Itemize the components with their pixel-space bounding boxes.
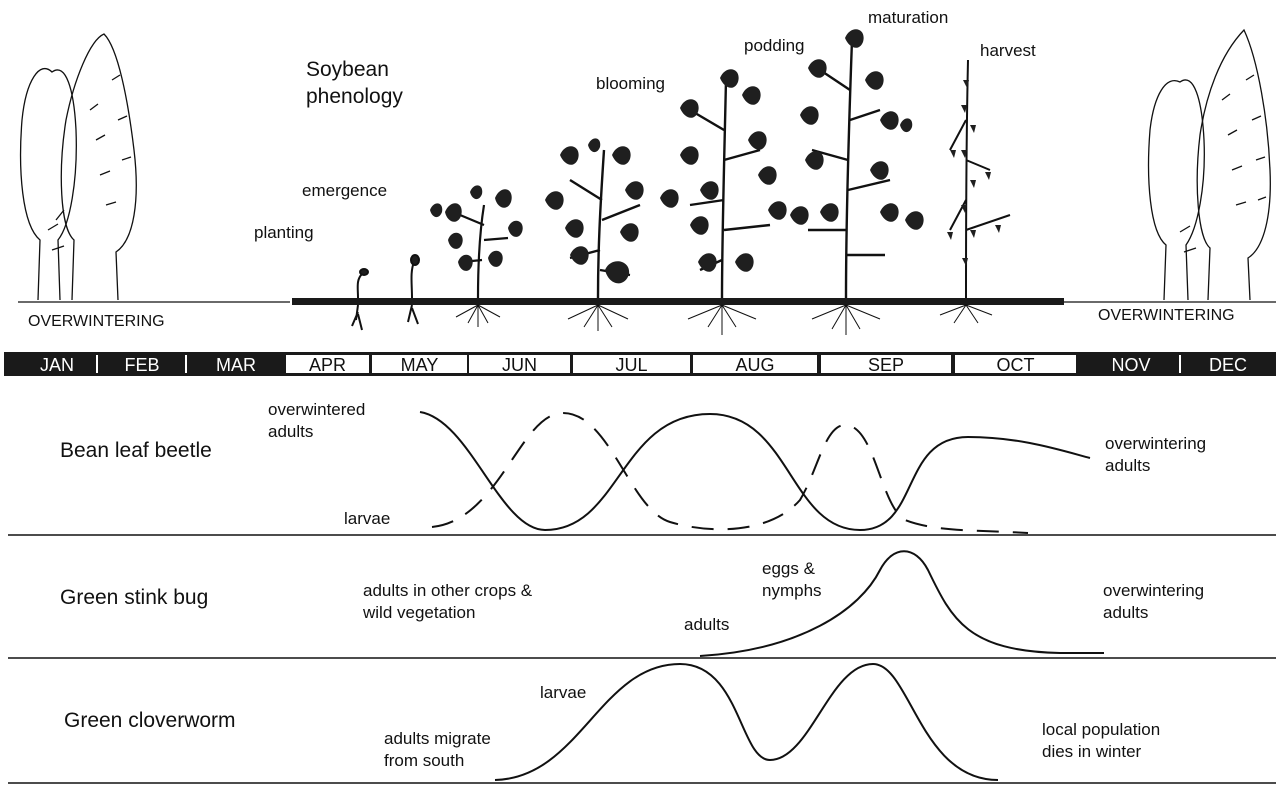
stinkbug-adults-label: adults xyxy=(684,615,730,634)
cloverworm-local-line-2: dies in winter xyxy=(1042,742,1142,761)
month-band xyxy=(4,352,1276,376)
beetle-overwintered-line-2: adults xyxy=(268,422,314,441)
stinkbug-eggs-line-2: nymphs xyxy=(762,581,822,600)
stinkbug-other-crops-line-1: adults in other crops & xyxy=(363,581,533,600)
soybean-plant-blooming xyxy=(660,69,787,335)
soybean-plant-podding xyxy=(790,29,924,335)
right-trees-illustration xyxy=(1147,28,1271,301)
cloverworm-migrate-line-1: adults migrate xyxy=(384,729,491,748)
stinkbug-eggs-nymphs-label: eggs & nymphs xyxy=(762,558,822,602)
month-nov: NOV xyxy=(1111,355,1151,375)
planting-seedling xyxy=(351,268,369,331)
beetle-adults-curve xyxy=(419,411,1091,532)
stinkbug-overwintering-adults-label: overwintering adults xyxy=(1103,580,1204,624)
pest-green-cloverworm: Green cloverworm xyxy=(64,709,236,732)
emergence-seedling xyxy=(407,254,420,325)
stage-planting: planting xyxy=(254,223,314,242)
cloverworm-migrate-line-2: from south xyxy=(384,751,465,770)
month-may: MAY xyxy=(400,355,439,375)
diagram-title: Soybean phenology xyxy=(306,56,403,110)
month-dec: DEC xyxy=(1208,355,1247,375)
left-trees-illustration xyxy=(19,33,137,301)
cloverworm-local-line-1: local population xyxy=(1042,720,1161,739)
title-line-2: phenology xyxy=(306,85,403,108)
stage-maturation: maturation xyxy=(868,8,949,27)
stage-harvest: harvest xyxy=(980,41,1036,60)
pest-bean-leaf-beetle: Bean leaf beetle xyxy=(60,439,212,462)
month-apr: APR xyxy=(308,355,346,375)
beetle-overwintered-adults-label: overwintered adults xyxy=(268,399,365,443)
stinkbug-other-crops-line-2: wild vegetation xyxy=(363,603,476,622)
pest-green-stink-bug: Green stink bug xyxy=(60,586,209,609)
soybean-season-bar xyxy=(292,298,1064,305)
cloverworm-local-population-label: local population dies in winter xyxy=(1042,719,1160,763)
stinkbug-other-crops-label: adults in other crops & wild vegetation xyxy=(363,580,532,624)
stinkbug-curve xyxy=(699,550,1104,657)
month-jun: JUN xyxy=(502,355,537,375)
month-mar: MAR xyxy=(216,355,256,375)
title-line-1: Soybean xyxy=(306,58,389,81)
stage-podding: podding xyxy=(744,36,805,55)
stinkbug-overwintering-line-2: adults xyxy=(1103,603,1149,622)
beetle-overwintered-line-1: overwintered xyxy=(268,400,366,419)
overwintering-right-label: OVERWINTERING xyxy=(1098,307,1235,324)
cloverworm-larvae-label: larvae xyxy=(540,683,587,702)
month-jul: JUL xyxy=(615,355,648,375)
beetle-overwintering-line-1: overwintering xyxy=(1105,434,1207,453)
cloverworm-curve xyxy=(494,662,999,781)
stage-blooming: blooming xyxy=(596,74,665,93)
cloverworm-adults-migrate-label: adults migrate from south xyxy=(384,728,491,772)
month-feb: FEB xyxy=(124,355,160,375)
soybean-plant-young xyxy=(430,185,523,327)
month-jan: JAN xyxy=(39,355,74,375)
beetle-larvae-curve xyxy=(431,411,1029,534)
month-oct: OCT xyxy=(996,355,1035,375)
soybean-plant-vegetative xyxy=(545,138,644,331)
stage-emergence: emergence xyxy=(302,181,388,200)
stinkbug-eggs-line-1: eggs & xyxy=(762,559,815,578)
beetle-overwintering-line-2: adults xyxy=(1105,456,1151,475)
stinkbug-overwintering-line-1: overwintering xyxy=(1103,581,1205,600)
soybean-plant-harvest xyxy=(939,59,1011,324)
overwintering-left-label: OVERWINTERING xyxy=(28,313,165,330)
beetle-larvae-label: larvae xyxy=(344,509,391,528)
month-sep: SEP xyxy=(867,355,905,375)
beetle-overwintering-adults-label: overwintering adults xyxy=(1105,433,1206,477)
month-aug: AUG xyxy=(735,355,775,375)
